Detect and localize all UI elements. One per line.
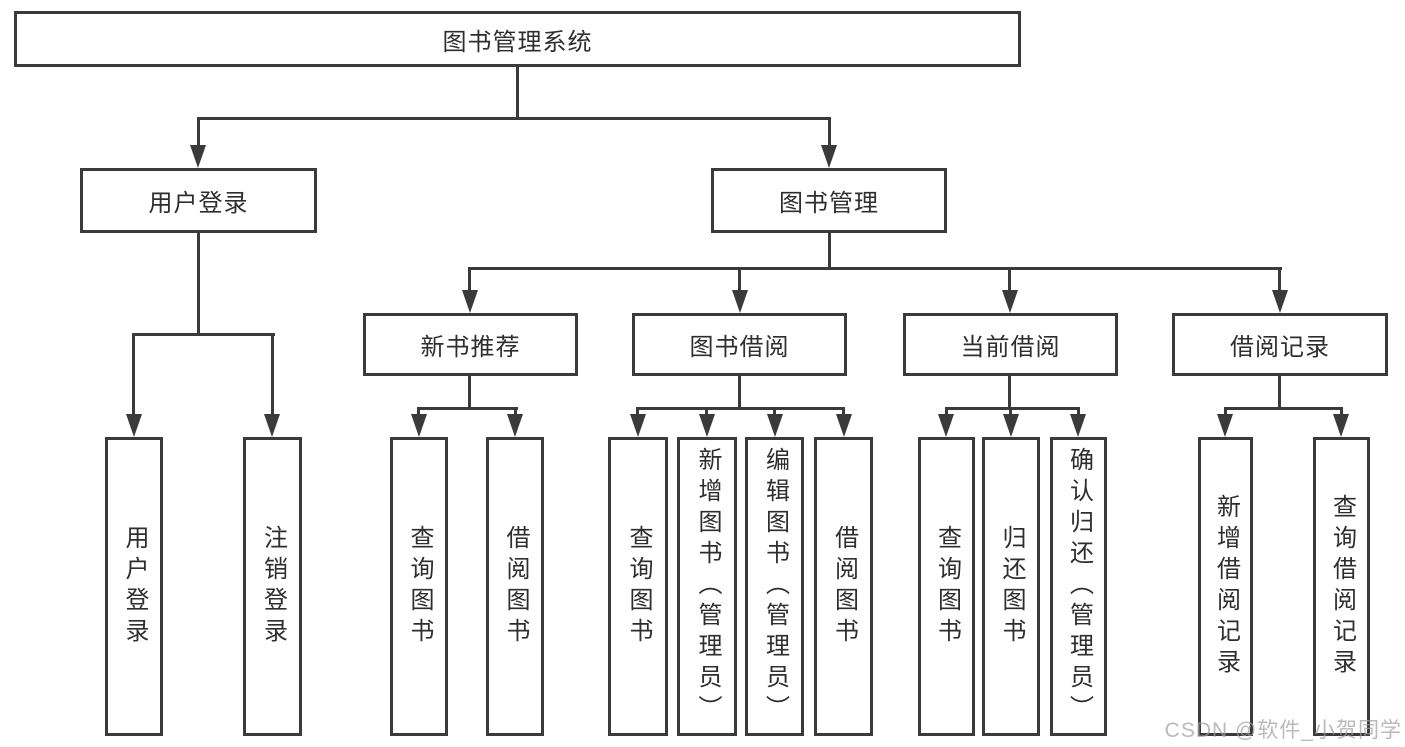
arrow-down-icon bbox=[411, 414, 427, 437]
leaf-label: 借阅图书 bbox=[502, 524, 529, 649]
leaf-add-borrow-record: 新增借阅记录 bbox=[1198, 437, 1253, 736]
arrow-down-icon bbox=[264, 414, 280, 437]
leaf-query-books-1: 查询图书 bbox=[390, 437, 448, 736]
leaf-query-books-3: 查询图书 bbox=[918, 437, 975, 736]
connector-line bbox=[738, 376, 741, 410]
node-library-system: 图书管理系统 bbox=[14, 11, 1021, 67]
leaf-label: 用户登录 bbox=[121, 524, 148, 649]
arrow-down-icon bbox=[126, 414, 142, 437]
arrow-down-icon bbox=[836, 414, 852, 437]
leaf-borrow-books-1: 借阅图书 bbox=[486, 437, 544, 736]
node-book-management: 图书管理 bbox=[711, 168, 947, 233]
connector-line bbox=[516, 67, 519, 118]
connector-line bbox=[1077, 407, 1080, 416]
arrow-down-icon bbox=[1217, 414, 1233, 437]
connector-line bbox=[197, 117, 831, 120]
leaf-query-books-2: 查询图书 bbox=[608, 437, 668, 736]
leaf-query-borrow-record: 查询借阅记录 bbox=[1313, 437, 1370, 736]
leaf-return-books: 归还图书 bbox=[982, 437, 1040, 736]
connector-line bbox=[1278, 376, 1281, 410]
connector-line bbox=[945, 407, 948, 416]
arrow-down-icon bbox=[630, 414, 646, 437]
leaf-label: 查询图书 bbox=[933, 524, 961, 649]
leaf-label: 新增图书（管理员） bbox=[694, 447, 721, 726]
leaf-label: 注销登录 bbox=[259, 524, 287, 649]
connector-line bbox=[1278, 267, 1281, 292]
node-label: 图书管理系统 bbox=[442, 28, 593, 56]
csdn-watermark: CSDN @软件_小贺同学 bbox=[1164, 719, 1402, 742]
connector-line bbox=[1224, 407, 1343, 410]
arrow-down-icon bbox=[699, 414, 715, 437]
arrow-down-icon bbox=[507, 414, 523, 437]
node-label: 借阅记录 bbox=[1230, 334, 1330, 361]
leaf-borrow-books-2: 借阅图书 bbox=[814, 437, 873, 736]
leaf-label: 编辑图书（管理员） bbox=[761, 447, 789, 726]
leaf-user-login: 用户登录 bbox=[105, 437, 163, 736]
arrow-down-icon bbox=[1003, 414, 1019, 437]
leaf-add-books-admin: 新增图书（管理员） bbox=[677, 437, 737, 736]
node-current-borrow: 当前借阅 bbox=[903, 313, 1118, 376]
node-label: 新书推荐 bbox=[420, 334, 521, 361]
node-user-login: 用户登录 bbox=[80, 168, 317, 233]
node-label: 图书管理 bbox=[779, 190, 879, 217]
connector-line bbox=[773, 407, 776, 416]
leaf-label: 查询图书 bbox=[406, 524, 433, 649]
connector-line bbox=[636, 407, 639, 416]
connector-line bbox=[468, 376, 471, 410]
connector-line bbox=[468, 267, 1282, 270]
connector-line bbox=[705, 407, 708, 416]
arrow-down-icon bbox=[1272, 290, 1288, 313]
connector-line bbox=[636, 407, 845, 410]
leaf-edit-books-admin: 编辑图书（管理员） bbox=[745, 437, 804, 736]
leaf-label: 新增借阅记录 bbox=[1212, 493, 1240, 680]
leaf-label: 查询图书 bbox=[625, 524, 652, 649]
arrow-down-icon bbox=[1070, 414, 1086, 437]
connector-line bbox=[132, 333, 135, 415]
connector-line bbox=[417, 407, 518, 410]
connector-line bbox=[514, 407, 517, 416]
arrow-down-icon bbox=[1333, 414, 1349, 437]
arrow-down-icon bbox=[821, 145, 837, 168]
node-new-book-recommend: 新书推荐 bbox=[363, 313, 578, 376]
node-borrow-record: 借阅记录 bbox=[1172, 313, 1388, 376]
leaf-label: 借阅图书 bbox=[830, 524, 858, 649]
node-label: 当前借阅 bbox=[960, 334, 1061, 361]
arrow-down-icon bbox=[767, 414, 783, 437]
arrow-down-icon bbox=[732, 290, 748, 313]
node-book-borrow: 图书借阅 bbox=[632, 313, 847, 376]
leaf-logout: 注销登录 bbox=[243, 437, 302, 736]
connector-line bbox=[1009, 407, 1012, 416]
connector-line bbox=[945, 407, 1080, 410]
node-label: 用户登录 bbox=[148, 190, 249, 217]
connector-line bbox=[1008, 376, 1011, 410]
leaf-label: 归还图书 bbox=[998, 524, 1025, 649]
connector-line bbox=[1340, 407, 1343, 416]
node-label: 图书借阅 bbox=[689, 334, 790, 361]
leaf-confirm-return-admin: 确认归还（管理员） bbox=[1050, 437, 1107, 736]
connector-line bbox=[132, 333, 275, 336]
connector-line bbox=[1008, 267, 1011, 292]
connector-line bbox=[828, 233, 831, 270]
connector-line bbox=[828, 117, 831, 145]
arrow-down-icon bbox=[1002, 290, 1018, 313]
arrow-down-icon bbox=[462, 290, 478, 313]
leaf-label: 确认归还（管理员） bbox=[1065, 447, 1093, 726]
connector-line bbox=[271, 333, 274, 415]
connector-line bbox=[417, 407, 420, 416]
connector-line bbox=[738, 267, 741, 292]
connector-line bbox=[197, 117, 200, 145]
connector-line bbox=[197, 233, 200, 336]
arrow-down-icon bbox=[938, 414, 954, 437]
leaf-label: 查询借阅记录 bbox=[1328, 493, 1356, 680]
arrow-down-icon bbox=[190, 145, 206, 168]
connector-line bbox=[842, 407, 845, 416]
connector-line bbox=[468, 267, 471, 292]
connector-line bbox=[1224, 407, 1227, 416]
